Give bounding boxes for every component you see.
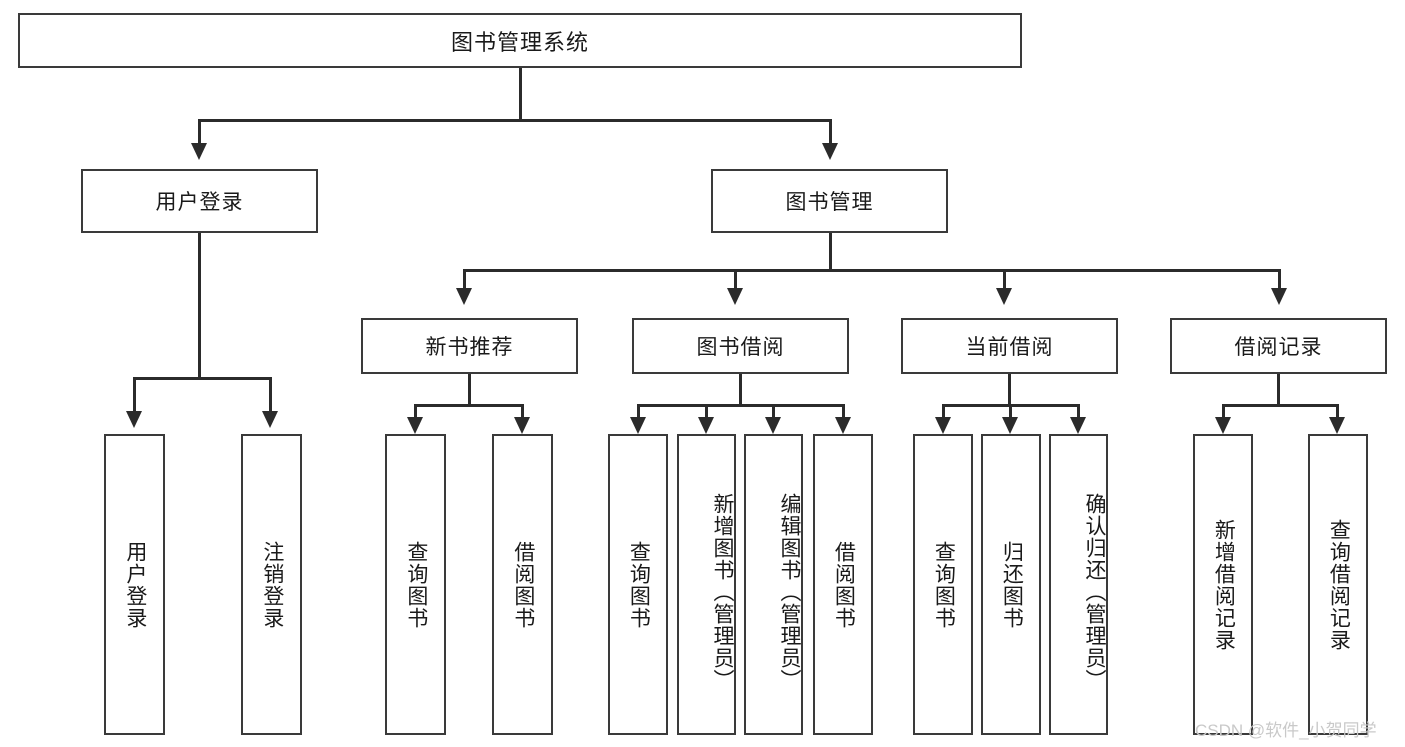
node-leaf-login[interactable]: 用户登录 [104, 434, 165, 735]
connector-drop-new-book-rec [463, 269, 466, 291]
connector-drop-query-book-1 [414, 404, 417, 420]
connector-drop-query-book-2 [637, 404, 640, 420]
connector-drop-borrow-record [1278, 269, 1281, 291]
node-current-borrow[interactable]: 当前借阅 [901, 318, 1118, 374]
arrow-icon-borrow-book-2 [835, 417, 851, 434]
connector-user-login-stem [198, 233, 201, 380]
connector-root-stem [519, 68, 522, 119]
node-label: 新增借阅记录 [1212, 518, 1236, 651]
node-label: 查询图书 [404, 540, 428, 629]
node-leaf-return-book[interactable]: 归还图书 [981, 434, 1041, 735]
node-label: 图书管理系统 [450, 29, 589, 55]
node-label: 用户登录 [155, 191, 244, 214]
connector-drop-add-record [1222, 404, 1225, 420]
node-leaf-query-book-2[interactable]: 查询图书 [608, 434, 668, 735]
node-label: 确认归还（管理员） [1083, 492, 1106, 691]
node-label: 归还图书 [1000, 540, 1024, 629]
arrow-icon-new-book-rec [456, 288, 472, 305]
connector-book-manage-bus [463, 269, 1281, 272]
connector-new-book-rec-stem [468, 374, 471, 406]
node-label: 新书推荐 [425, 336, 514, 359]
connector-current-borrow-stem [1008, 374, 1011, 406]
arrow-icon-logout [262, 411, 278, 428]
node-leaf-add-book[interactable]: 新增图书（管理员） [677, 434, 736, 735]
node-root-book-management-system[interactable]: 图书管理系统 [18, 13, 1022, 68]
node-label: 当前借阅 [965, 336, 1054, 359]
connector-book-manage-stem [829, 233, 832, 271]
node-borrow-record[interactable]: 借阅记录 [1170, 318, 1387, 374]
connector-drop-edit-book [772, 404, 775, 420]
arrow-icon-edit-book [765, 417, 781, 434]
connector-borrow-record-stem [1277, 374, 1280, 406]
connector-book-borrow-bus [637, 404, 845, 407]
arrow-icon-borrow-record [1271, 288, 1287, 305]
arrow-icon-confirm-return [1070, 417, 1086, 434]
node-label: 图书借阅 [696, 336, 785, 359]
arrow-icon-book-manage [822, 143, 838, 160]
node-label: 借阅图书 [832, 540, 856, 629]
arrow-icon-query-record [1329, 417, 1345, 434]
arrow-icon-login [126, 411, 142, 428]
node-user-login[interactable]: 用户登录 [81, 169, 318, 233]
connector-drop-login [133, 377, 136, 415]
arrow-icon-query-book-3 [935, 417, 951, 434]
connector-drop-book-manage [829, 119, 832, 147]
node-label: 借阅记录 [1234, 336, 1323, 359]
connector-drop-confirm-return [1077, 404, 1080, 420]
arrow-icon-query-book-2 [630, 417, 646, 434]
watermark-text: CSDN @软件_小贺同学 [1195, 721, 1377, 740]
node-leaf-borrow-book-1[interactable]: 借阅图书 [492, 434, 553, 735]
node-leaf-query-record[interactable]: 查询借阅记录 [1308, 434, 1368, 735]
connector-drop-current-borrow [1003, 269, 1006, 291]
node-label: 查询图书 [932, 540, 956, 629]
connector-drop-query-book-3 [942, 404, 945, 420]
node-leaf-borrow-book-2[interactable]: 借阅图书 [813, 434, 873, 735]
node-label: 新增图书（管理员） [711, 492, 734, 691]
arrow-icon-current-borrow [996, 288, 1012, 305]
connector-drop-user-login [198, 119, 201, 147]
connector-drop-borrow-book-1 [521, 404, 524, 420]
node-new-book-recommend[interactable]: 新书推荐 [361, 318, 578, 374]
arrow-icon-user-login [191, 143, 207, 160]
arrow-icon-add-record [1215, 417, 1231, 434]
node-label: 查询借阅记录 [1327, 518, 1351, 651]
node-leaf-query-book-3[interactable]: 查询图书 [913, 434, 973, 735]
node-label: 注销登录 [260, 540, 284, 629]
arrow-icon-borrow-book-1 [514, 417, 530, 434]
connector-drop-borrow-book-2 [842, 404, 845, 420]
connector-drop-logout [269, 377, 272, 415]
connector-root-bus [198, 119, 832, 122]
node-leaf-edit-book[interactable]: 编辑图书（管理员） [744, 434, 803, 735]
node-leaf-add-record[interactable]: 新增借阅记录 [1193, 434, 1253, 735]
node-label: 用户登录 [123, 540, 147, 629]
node-label: 编辑图书（管理员） [778, 492, 801, 691]
node-book-borrow[interactable]: 图书借阅 [632, 318, 849, 374]
node-label: 借阅图书 [511, 540, 535, 629]
connector-new-book-rec-bus [414, 404, 524, 407]
arrow-icon-query-book-1 [407, 417, 423, 434]
connector-borrow-record-bus [1222, 404, 1339, 407]
connector-book-borrow-stem [739, 374, 742, 406]
node-book-management[interactable]: 图书管理 [711, 169, 948, 233]
node-leaf-confirm-return[interactable]: 确认归还（管理员） [1049, 434, 1108, 735]
connector-drop-book-borrow [734, 269, 737, 291]
connector-drop-return-book [1009, 404, 1012, 420]
connector-drop-query-record [1336, 404, 1339, 420]
node-label: 图书管理 [785, 191, 874, 214]
arrow-icon-book-borrow [727, 288, 743, 305]
node-leaf-logout[interactable]: 注销登录 [241, 434, 302, 735]
arrow-icon-return-book [1002, 417, 1018, 434]
arrow-icon-add-book [698, 417, 714, 434]
node-label: 查询图书 [627, 540, 651, 629]
connector-drop-add-book [705, 404, 708, 420]
node-leaf-query-book-1[interactable]: 查询图书 [385, 434, 446, 735]
connector-user-login-bus [133, 377, 271, 380]
